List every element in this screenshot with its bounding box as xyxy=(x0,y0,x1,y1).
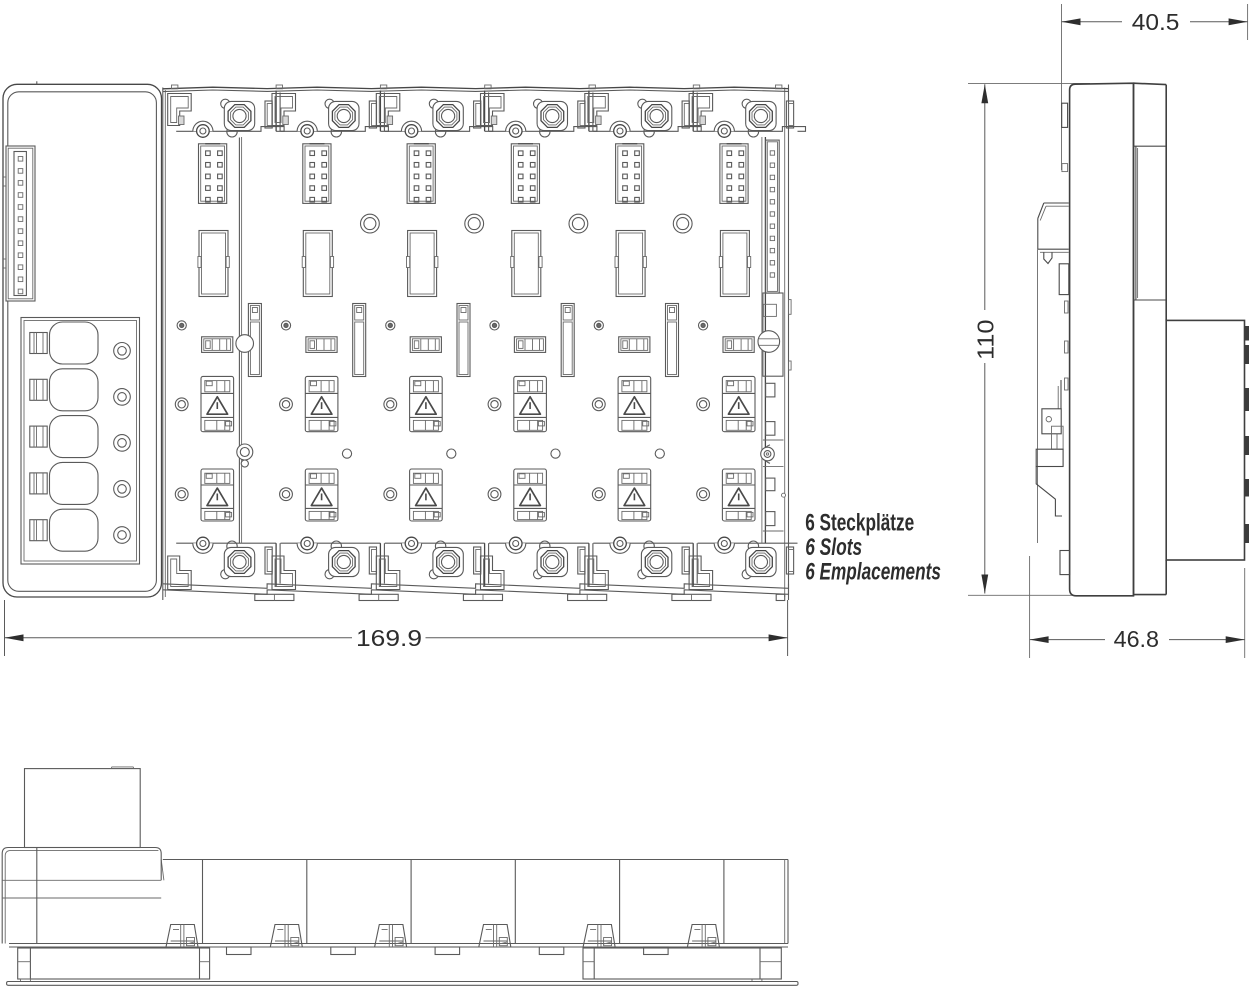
svg-text:40.5: 40.5 xyxy=(1132,9,1180,35)
svg-text:6 Steckplätze: 6 Steckplätze xyxy=(805,510,914,537)
svg-text:46.8: 46.8 xyxy=(1114,626,1159,652)
svg-text:6 Slots: 6 Slots xyxy=(805,534,862,561)
svg-text:6 Emplacements: 6 Emplacements xyxy=(805,558,941,585)
svg-text:169.9: 169.9 xyxy=(356,625,422,651)
svg-text:110: 110 xyxy=(972,319,998,360)
